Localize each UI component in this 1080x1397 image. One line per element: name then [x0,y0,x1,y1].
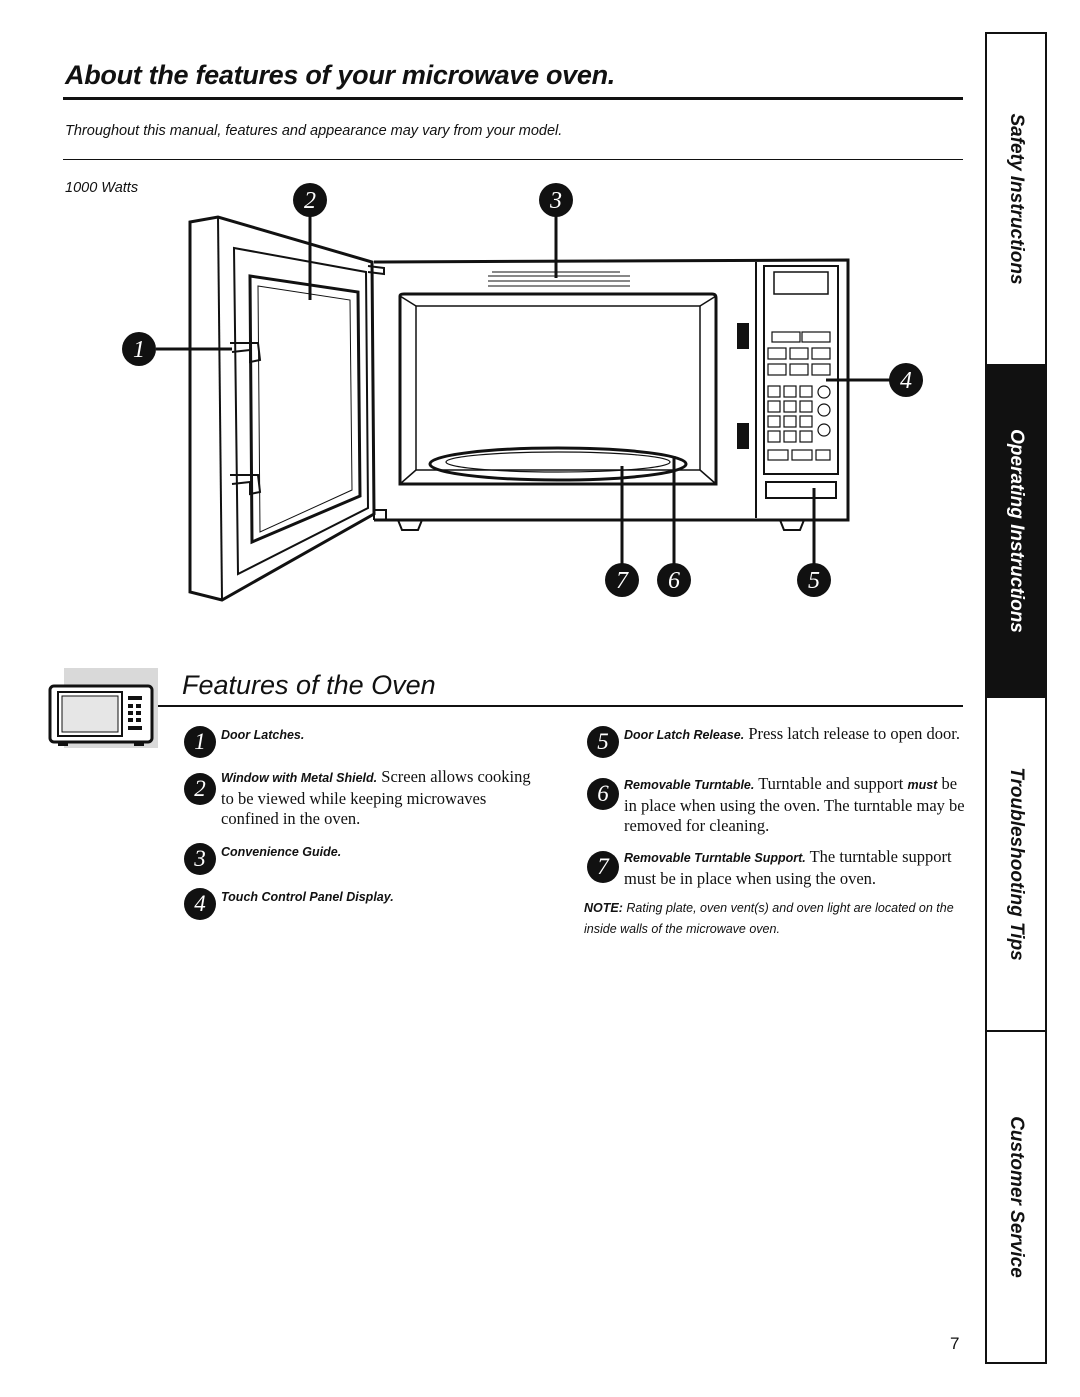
tab-operating-instructions[interactable]: Operating Instructions [985,364,1047,698]
tab-divider [985,1030,1047,1032]
microwave-diagram: 1 2 3 4 5 6 7 [122,183,923,602]
tab-troubleshooting-tips[interactable]: Troubleshooting Tips [985,698,1047,1030]
tab-label: Safety Instructions [1006,113,1027,285]
tab-customer-service[interactable]: Customer Service [985,1032,1047,1362]
tab-label: Operating Instructions [1006,429,1027,633]
feature-name: Removable Turntable Support. [624,851,806,865]
tab-label: Customer Service [1006,1116,1027,1278]
feature-description-emphasis: must [907,778,938,792]
section-tab-frame [985,32,1047,1364]
features-rule [158,705,963,707]
tab-label: Troubleshooting Tips [1006,767,1027,961]
callout-7: 7 [616,568,629,594]
feature-description-pre: Turntable and support [758,774,904,793]
feature-number: 2 [184,773,216,805]
feature-name: Window with Metal Shield. [221,771,378,785]
feature-description-post: be in place when using the oven. The tur… [624,774,965,835]
feature-name: Removable Turntable. [624,778,755,792]
features-heading: Features of the Oven [182,670,436,700]
feature-number: 7 [587,851,619,883]
callout-2: 2 [304,188,316,214]
page-subtitle: Throughout this manual, features and app… [65,123,563,139]
note-body: Rating plate, oven vent(s) and oven ligh… [584,901,954,936]
note-label: NOTE: [584,901,623,915]
wattage-label: 1000 Watts [65,180,139,196]
title-rule [63,97,963,100]
feature-name: Touch Control Panel Display. [221,890,394,904]
feature-number: 4 [184,888,216,920]
callout-3: 3 [549,188,562,214]
callout-5: 5 [808,568,820,594]
feature-name: Convenience Guide. [221,845,342,859]
feature-name: Door Latches. [221,728,305,742]
page-number: 7 [950,1334,960,1353]
feature-description: Screen allows cooking to be viewed while… [221,767,531,828]
feature-number: 6 [587,778,619,810]
feature-description: Press latch release to open door. [748,724,961,743]
microwave-icon [48,668,158,748]
feature-description: The turntable support must be in place w… [624,847,952,888]
subtitle-rule [63,159,963,160]
tab-safety-instructions[interactable]: Safety Instructions [985,34,1047,364]
feature-name: Door Latch Release. [624,728,745,742]
callout-6: 6 [668,568,680,594]
callout-4: 4 [900,368,912,394]
callout-1: 1 [133,337,145,363]
note-text: NOTE: Rating plate, oven vent(s) and ove… [584,898,969,940]
feature-number: 1 [184,726,216,758]
feature-number: 5 [587,726,619,758]
page-title: About the features of your microwave ove… [65,60,616,90]
feature-number: 3 [184,843,216,875]
